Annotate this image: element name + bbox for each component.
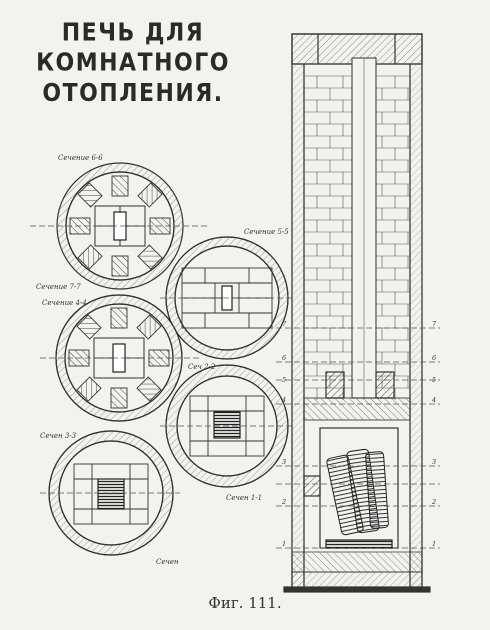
label-section-7-7: Сечение 7-7 [36,283,81,291]
title-line-2: КОМНАТНОГО [36,49,230,78]
mark-left: 3 [282,458,286,466]
mark-left: 2 [281,498,286,506]
cut-lines [276,327,440,549]
mark-left: 5 [282,376,286,384]
mark-right: 6 [432,354,436,362]
mark-right: 2 [431,498,436,506]
label-section-3-3: Сечен 3-3 [40,432,77,440]
label-section-1-1: Сечен 1-1 [226,494,262,502]
title-line-1: ПЕЧЬ ДЛЯ [61,19,205,48]
mark-left: 1 [282,540,286,548]
mark-right: 3 [432,458,436,466]
section-5-5 [160,236,300,360]
section-6-6 [30,162,210,290]
mark-left: 6 [282,354,286,362]
page-title: ПЕЧЬ ДЛЯ КОМНАТНОГО ОТОПЛЕНИЯ. [28,18,238,109]
label-section-5-5: Сечение 5-5 [244,228,289,236]
label-section-bottom: Сечен [156,558,179,566]
mark-left: 7 [282,320,287,328]
elevation-marks-right: 7 6 5 4 3 2 1 [431,320,437,548]
section-2-2 [160,364,300,488]
label-section-6-6: Сечение 6-6 [58,154,103,162]
label-section-4-4: Сечение 4-4 [42,299,87,307]
mark-right: 7 [432,320,437,328]
mark-right: 1 [432,540,436,548]
mark-right: 5 [432,376,436,384]
mark-left: 4 [281,396,286,404]
figure-caption: Фиг. 111. [208,594,282,612]
section-3-3 [40,430,180,556]
stove-elevation [283,33,431,593]
title-line-3: ОТОПЛЕНИЯ. [42,79,224,108]
mark-right: 4 [431,396,436,404]
elevation-marks-left: 7 6 5 4 3 2 1 [281,320,287,548]
section-4-4 [40,294,200,422]
firewood-logs [326,448,389,536]
label-section-2-2: Сеч 2-2 [188,363,216,371]
